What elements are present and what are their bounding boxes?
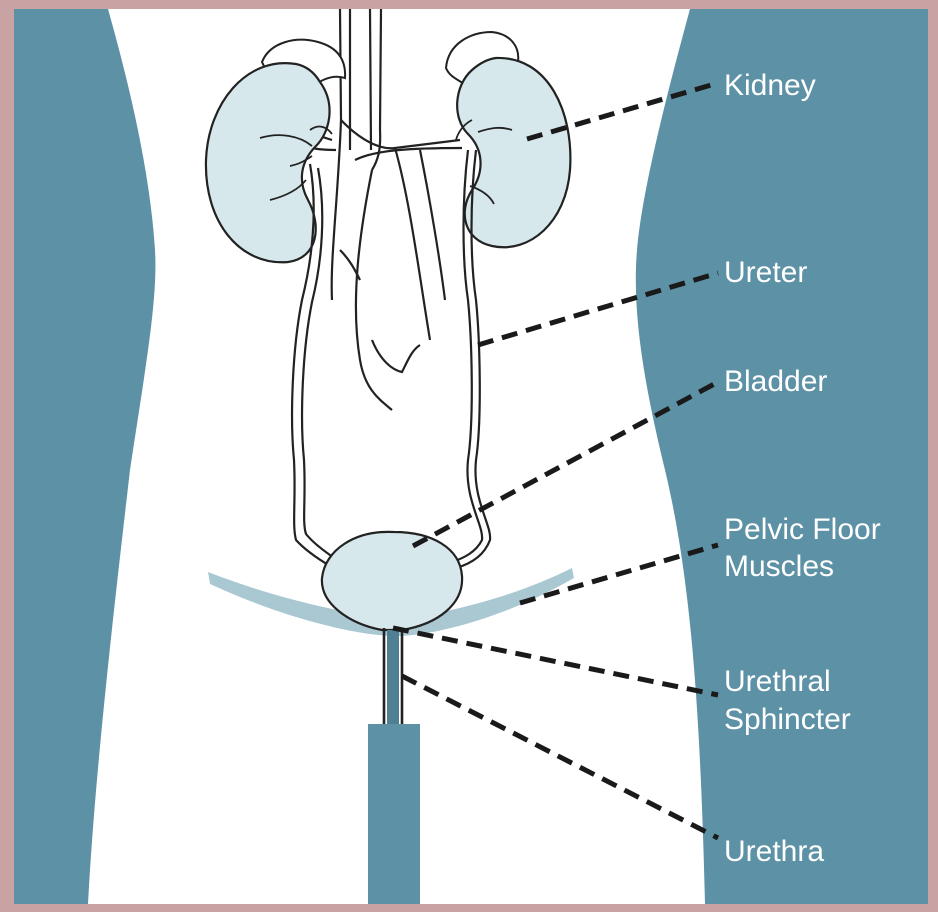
label-pelvic-floor-line2: Muscles — [724, 550, 834, 584]
diagram-canvas: Kidney Ureter Bladder Pelvic Floor Muscl… — [14, 9, 928, 904]
urethra-lumen — [387, 630, 399, 724]
label-urethral-sphincter-line1: Urethral — [724, 665, 831, 699]
body-silhouette — [88, 9, 705, 904]
label-pelvic-floor-line1: Pelvic Floor — [724, 513, 881, 547]
label-kidney: Kidney — [724, 69, 816, 103]
bladder — [322, 532, 462, 630]
urinary-system-illustration — [14, 9, 928, 904]
label-urethra: Urethra — [724, 835, 824, 869]
label-ureter: Ureter — [724, 256, 807, 290]
label-urethral-sphincter-line2: Sphincter — [724, 703, 851, 737]
label-bladder: Bladder — [724, 365, 827, 399]
